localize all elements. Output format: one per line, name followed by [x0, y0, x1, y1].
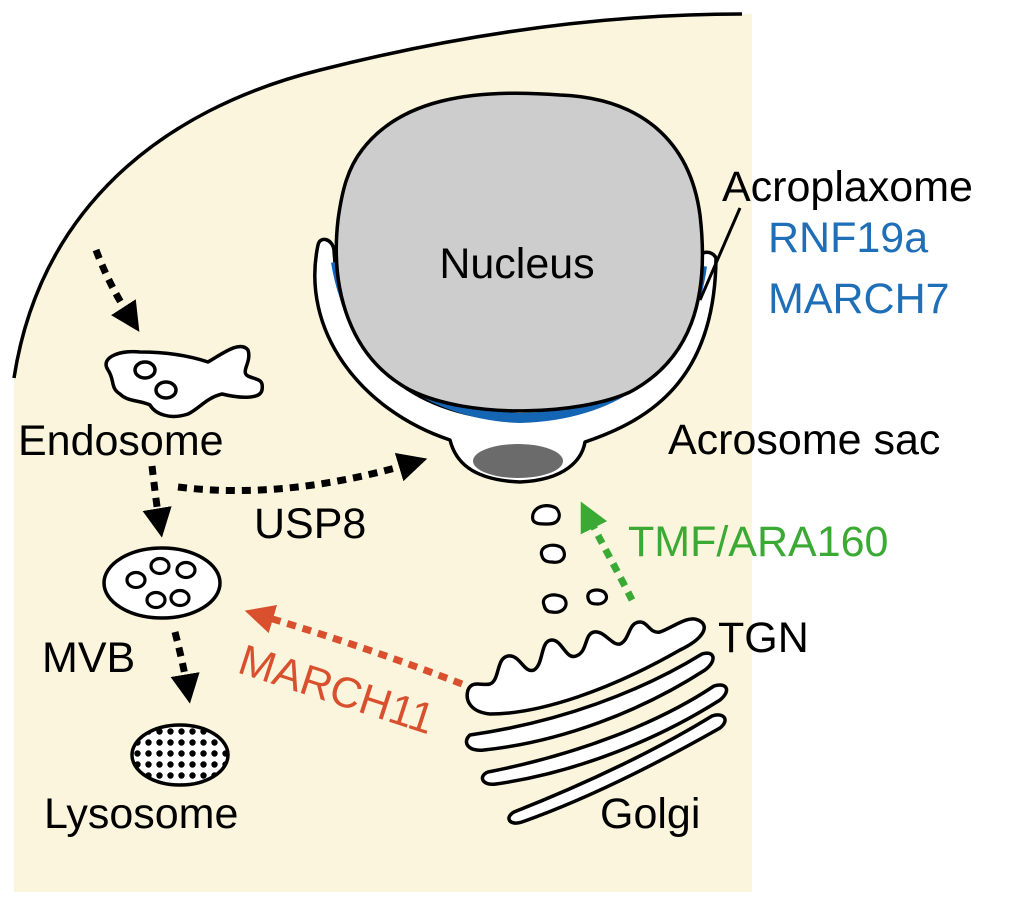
tmf-ara160-label: TMF/ARA160 [628, 518, 888, 566]
march7-label: MARCH7 [768, 275, 950, 323]
golgi [464, 617, 729, 825]
rnf19a-label: RNF19a [768, 214, 928, 262]
mvb-label: MVB [42, 634, 135, 682]
acroplaxome-pointer [698, 207, 742, 301]
acrosome-granule [473, 444, 563, 478]
acrosome-sac-label: Acrosome sac [668, 416, 940, 464]
arrow-endosome-to-acrosome [177, 453, 428, 495]
arrow-tmf-ara160 [580, 501, 636, 602]
golgi-label: Golgi [600, 790, 700, 838]
golgi-vesicles [531, 504, 609, 614]
endocytic-pathway-arrows [92, 248, 428, 704]
endosome [104, 344, 265, 419]
lysosome-label: Lysosome [44, 790, 238, 838]
mvb [102, 546, 222, 620]
nucleus-label: Nucleus [439, 240, 594, 288]
acroplaxome-label: Acroplaxome [722, 163, 973, 211]
cell-membrane [12, 12, 743, 379]
tgn-label: TGN [718, 614, 809, 662]
arrow-endosome-to-mvb [142, 465, 172, 538]
endosome-label: Endosome [18, 417, 224, 465]
nucleus [334, 91, 705, 413]
arrow-mvb-to-lysosome [170, 631, 200, 704]
lysosome [130, 723, 230, 787]
arrow-march11 [244, 604, 464, 688]
usp8-label: USP8 [254, 500, 366, 548]
